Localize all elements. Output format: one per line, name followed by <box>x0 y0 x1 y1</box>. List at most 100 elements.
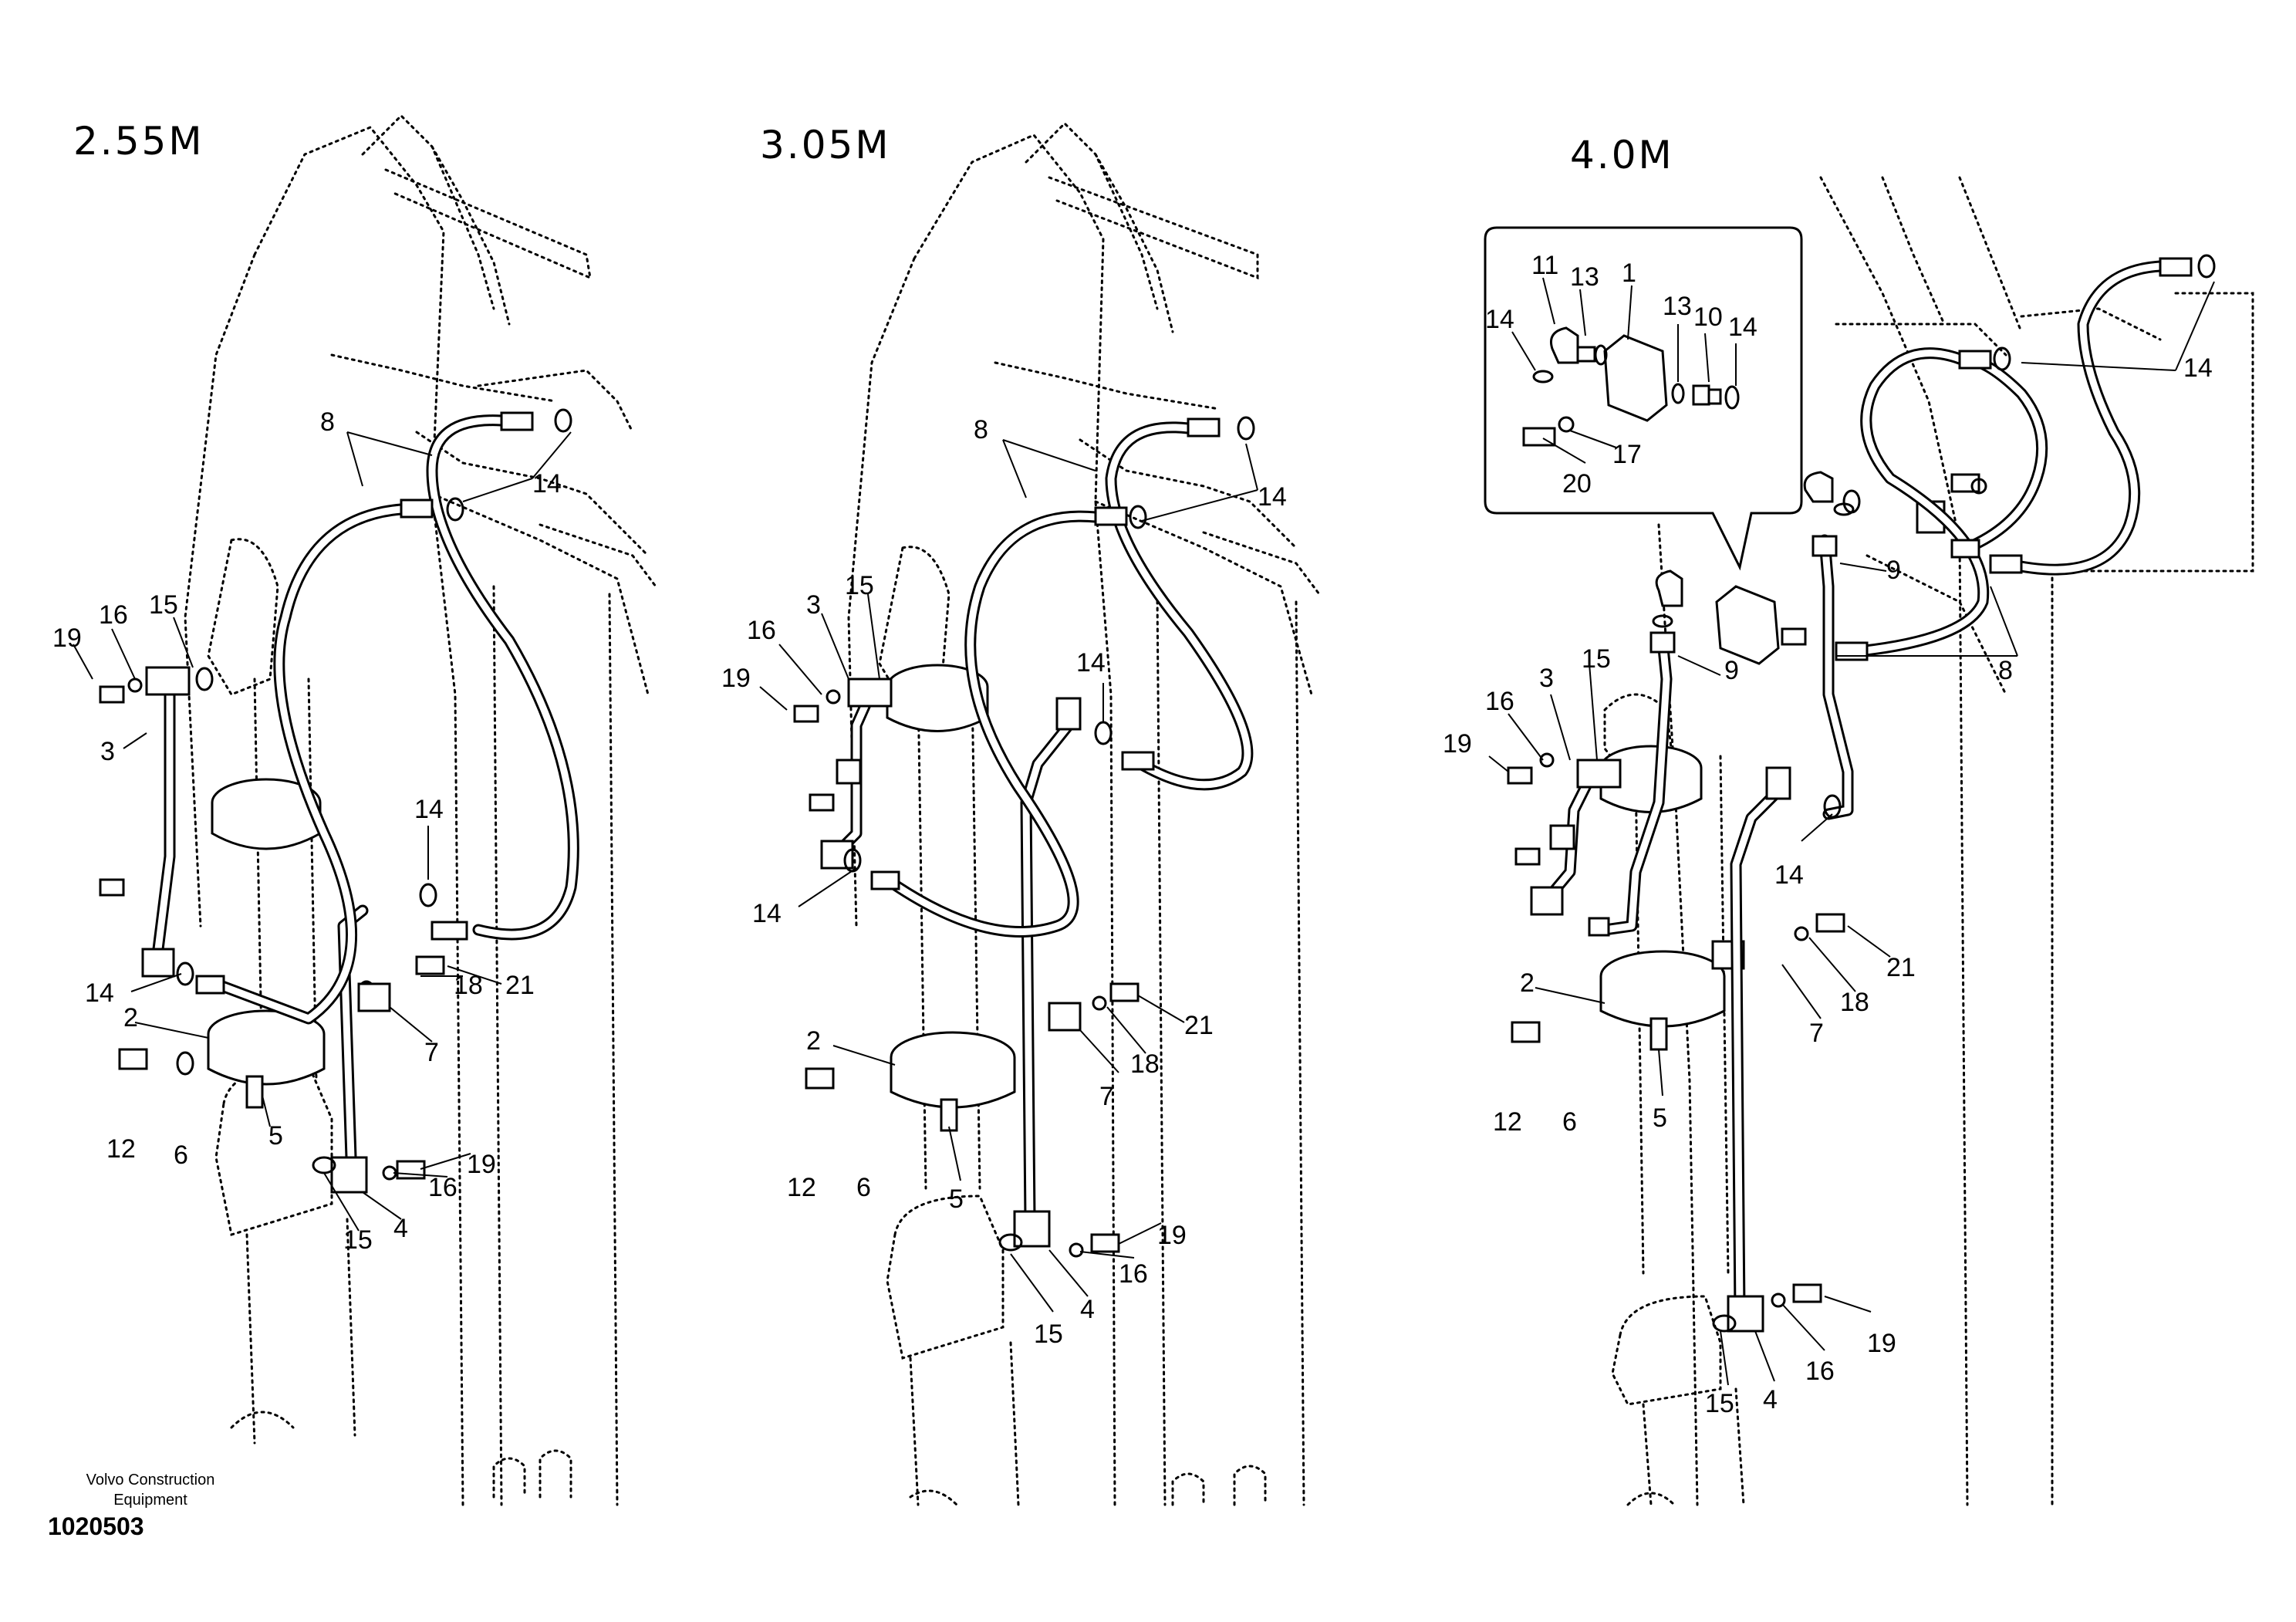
variant-a-drawing: 2.55M <box>52 113 657 1506</box>
callout: 14 <box>85 978 114 1008</box>
callout: 7 <box>424 1038 439 1067</box>
variant-a-hose-8 <box>195 411 579 1025</box>
callout: 4 <box>1763 1385 1778 1414</box>
callout: 13 <box>1570 262 1599 292</box>
callout: 14 <box>1258 482 1287 512</box>
callout: 19 <box>1157 1221 1187 1250</box>
variant-a-title: 2.55M <box>73 119 204 164</box>
callout: 2 <box>1520 968 1535 998</box>
callout: 19 <box>52 623 82 653</box>
callout: 21 <box>505 971 535 1000</box>
callout: 15 <box>1705 1389 1734 1418</box>
callout: 21 <box>1886 953 1916 982</box>
variant-a-tube-3 <box>141 666 191 978</box>
callout: 15 <box>845 571 874 600</box>
variant-a-tube-4 <box>330 904 369 1194</box>
callout: 19 <box>721 664 751 693</box>
company-line-1: Volvo Construction <box>86 1472 215 1489</box>
callout: 14 <box>532 469 562 498</box>
variant-a-clamp-upper <box>211 778 322 850</box>
drawing-number: 1020503 <box>48 1512 144 1540</box>
callout: 14 <box>752 899 782 928</box>
callout: 8 <box>320 407 335 437</box>
callout: 20 <box>1562 469 1592 498</box>
variant-b-callouts: 8 14 3 15 16 19 14 14 2 12 6 5 21 18 7 1… <box>721 415 1287 1349</box>
callout: 10 <box>1693 302 1723 332</box>
variant-c-inset-box: 11 13 1 13 10 14 14 17 20 <box>1484 226 1803 571</box>
callout: 7 <box>1809 1019 1824 1048</box>
callout: 5 <box>268 1121 283 1151</box>
footer-company-name: Volvo Construction Equipment <box>54 1470 247 1510</box>
callout: 16 <box>99 600 128 630</box>
callout: 14 <box>1774 860 1804 890</box>
callout: 16 <box>747 616 776 645</box>
variant-c-tube-9-left <box>1599 631 1676 936</box>
callout: 16 <box>1805 1357 1835 1386</box>
callout: 17 <box>1612 440 1642 469</box>
callout: 4 <box>393 1214 408 1243</box>
variant-b-clamp-upper <box>886 664 989 732</box>
variant-c-title: 4.0M <box>1570 133 1674 177</box>
variant-a-callouts: 8 14 19 16 15 3 14 14 2 12 6 5 21 18 7 1… <box>52 407 572 1255</box>
callout: 6 <box>174 1140 188 1170</box>
variant-a-small-parts <box>99 408 572 1181</box>
variant-b-clamp-lower <box>890 1031 1016 1132</box>
callout: 2 <box>806 1026 821 1056</box>
callout: 4 <box>1080 1295 1095 1324</box>
callout: 18 <box>454 971 483 1000</box>
variant-c-tube-4 <box>1727 766 1791 1333</box>
callout: 21 <box>1184 1011 1214 1040</box>
callout: 14 <box>1076 648 1106 678</box>
callout: 14 <box>2183 353 2213 383</box>
callout: 3 <box>1539 664 1554 693</box>
callout: 18 <box>1130 1049 1160 1079</box>
callout: 7 <box>1099 1082 1114 1111</box>
variant-c-boom-outline <box>1603 176 2254 1506</box>
callout: 15 <box>1582 644 1611 674</box>
variant-a-clamp-lower <box>207 1009 326 1109</box>
variant-c-drawing: 4.0M <box>1443 133 2254 1506</box>
callout: 3 <box>806 590 821 620</box>
callout: 11 <box>1531 251 1558 280</box>
variant-b-hose-8 <box>870 417 1254 938</box>
variant-b-tube-4 <box>1013 697 1082 1248</box>
variant-c-callouts: 14 8 9 9 15 3 16 19 14 2 12 6 5 21 18 7 … <box>1443 281 2215 1418</box>
callout: 8 <box>1998 656 2013 685</box>
callout: 12 <box>1493 1107 1522 1137</box>
callout: 14 <box>414 795 444 824</box>
variant-c-clamp-lower <box>1599 940 1745 1051</box>
callout: 5 <box>1653 1103 1667 1133</box>
callout: 9 <box>1886 556 1901 585</box>
variant-b-title: 3.05M <box>760 123 890 167</box>
callout: 19 <box>1443 729 1472 759</box>
variant-c-tube-3 <box>1530 759 1622 916</box>
callout: 16 <box>428 1173 458 1202</box>
callout: 1 <box>1622 259 1636 288</box>
callout: 15 <box>1034 1320 1063 1349</box>
callout: 8 <box>974 415 988 444</box>
callout: 5 <box>949 1184 964 1214</box>
callout: 2 <box>123 1003 138 1032</box>
callout: 19 <box>467 1150 496 1179</box>
callout: 6 <box>856 1173 871 1202</box>
callout: 13 <box>1663 292 1692 321</box>
variant-c-small-parts <box>1507 254 2216 1333</box>
variant-c-clamp-upper <box>1599 745 1703 813</box>
variant-c-tube-9-right <box>1811 534 1854 820</box>
variant-c-hose-8 <box>1835 257 2193 661</box>
callout: 15 <box>343 1225 373 1255</box>
variant-b-drawing: 3.05M <box>721 121 1321 1506</box>
callout: 16 <box>1485 687 1514 716</box>
company-line-2: Equipment <box>113 1492 187 1509</box>
variant-b-small-parts <box>793 416 1255 1258</box>
variant-b-tube-3 <box>820 678 893 870</box>
callout: 6 <box>1562 1107 1577 1137</box>
callout: 15 <box>149 590 178 620</box>
callout: 18 <box>1840 988 1869 1017</box>
callout: 16 <box>1119 1259 1148 1289</box>
callout: 19 <box>1867 1329 1896 1358</box>
callout: 14 <box>1485 305 1514 334</box>
callout: 3 <box>100 737 115 766</box>
